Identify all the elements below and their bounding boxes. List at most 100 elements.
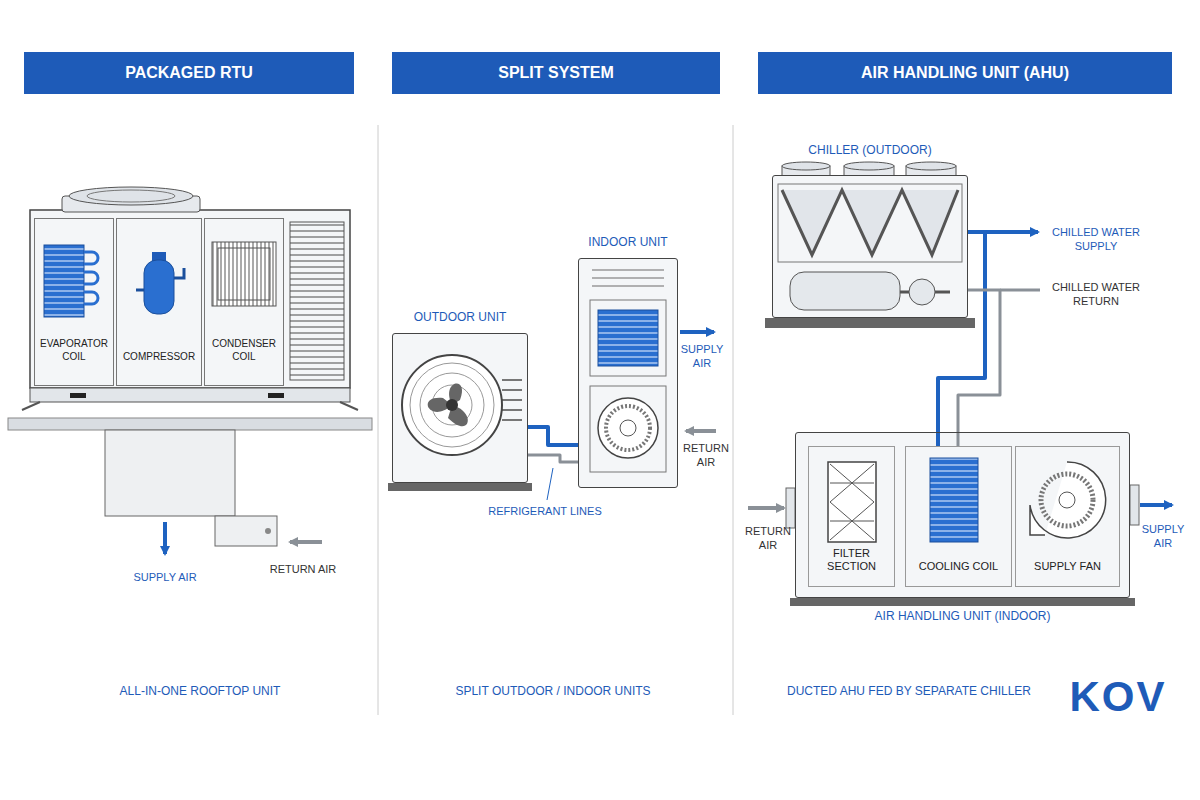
section-header: PACKAGED RTU bbox=[24, 52, 354, 94]
chiller-body bbox=[772, 175, 968, 318]
indoor-unit: INDOOR UNIT bbox=[578, 258, 678, 488]
callout-label: CHILLED WATER SUPPLY bbox=[1044, 225, 1148, 254]
chiller-body bbox=[909, 279, 935, 305]
indoor-unit-body bbox=[590, 300, 666, 376]
part-label: CONDENSER COIL bbox=[207, 338, 281, 363]
section-divider bbox=[378, 125, 733, 715]
rtu-top-fan bbox=[62, 187, 200, 212]
section-title: AIR HANDLING UNIT (AHU) bbox=[861, 64, 1069, 82]
chiller-fans bbox=[844, 162, 894, 170]
duct bbox=[215, 516, 277, 546]
outdoor-unit-body bbox=[388, 483, 532, 491]
filter-symbol bbox=[828, 462, 876, 542]
callout-label: CHILLED WATER RETURN bbox=[1044, 280, 1148, 309]
unit-compartment: COMPRESSOR bbox=[116, 218, 202, 386]
chilled-water-pipe bbox=[985, 230, 1038, 234]
airflow-arrow bbox=[680, 330, 714, 334]
unit-heading: AIR HANDLING UNIT (INDOOR) bbox=[875, 609, 1051, 623]
indoor-unit-body bbox=[578, 258, 678, 488]
ahu-body bbox=[786, 488, 795, 528]
filter-symbol bbox=[828, 462, 876, 542]
pipe-connector bbox=[528, 455, 578, 462]
condenser-fan bbox=[446, 399, 458, 411]
compressor-symbol bbox=[136, 268, 184, 290]
compressor-symbol bbox=[144, 260, 174, 314]
callout-label: RETURN AIR bbox=[740, 524, 796, 553]
blower bbox=[606, 406, 650, 450]
chiller-body bbox=[900, 291, 950, 294]
chiller-body bbox=[842, 190, 902, 255]
rtu-base-rail bbox=[30, 388, 350, 402]
section-title: SPLIT SYSTEM bbox=[498, 64, 614, 82]
rtu-top-fan bbox=[69, 187, 193, 205]
outdoor-unit-body bbox=[502, 380, 522, 420]
rtu-base-rail bbox=[70, 393, 86, 398]
air-handling-unit: AIR HANDLING UNIT (INDOOR)FILTER SECTION… bbox=[795, 432, 1130, 598]
compressor-symbol bbox=[136, 252, 184, 314]
unit-heading: CHILLER (OUTDOOR) bbox=[808, 143, 931, 157]
condenser-fan bbox=[428, 384, 468, 427]
louver-panel bbox=[290, 222, 344, 380]
chiller-body bbox=[782, 190, 958, 255]
chiller-fans bbox=[782, 162, 830, 170]
chiller-body bbox=[782, 190, 842, 255]
louver-panel bbox=[290, 222, 344, 380]
chilled-water-pipe bbox=[1000, 289, 1040, 292]
rtu-base-rail bbox=[22, 402, 358, 410]
section-divider bbox=[378, 125, 379, 715]
cooling-coil-symbol bbox=[930, 458, 978, 542]
part-label: COOLING COIL bbox=[919, 560, 998, 574]
callout-label: RETURN AIR bbox=[258, 562, 348, 576]
airflow-arrow bbox=[1140, 503, 1172, 507]
rtu-base-rail bbox=[268, 393, 284, 398]
supply-fan-symbol bbox=[1059, 492, 1075, 508]
condenser-fan bbox=[420, 373, 484, 437]
section-divider bbox=[733, 125, 734, 715]
evaporator-coil-symbol bbox=[44, 245, 98, 317]
callout-label: RETURN AIR bbox=[678, 441, 734, 470]
callout-label: SUPPLY AIR bbox=[115, 570, 215, 584]
chiller-body bbox=[765, 318, 975, 328]
cooling-coil-symbol bbox=[930, 458, 978, 542]
callout-label: SPLIT OUTDOOR / INDOOR UNITS bbox=[393, 684, 713, 700]
section-title: PACKAGED RTU bbox=[125, 64, 253, 82]
ahu-section: SUPPLY FAN bbox=[1015, 446, 1120, 587]
ahu-body bbox=[786, 432, 1139, 606]
condenser-fan bbox=[402, 355, 502, 455]
filter-symbol bbox=[830, 464, 874, 540]
supply-fan-symbol bbox=[1030, 462, 1106, 538]
part-label: SUPPLY FAN bbox=[1034, 560, 1101, 574]
rtu-housing bbox=[30, 210, 350, 388]
airflow-arrow bbox=[165, 522, 322, 554]
outdoor-unit-body bbox=[388, 333, 532, 491]
airflow-arrow bbox=[748, 506, 784, 510]
callout-label: REFRIGERANT LINES bbox=[470, 504, 620, 518]
supply-fan-symbol bbox=[1041, 474, 1093, 526]
condenser-coil-symbol bbox=[212, 242, 276, 306]
chiller-fans bbox=[906, 162, 956, 170]
callout-label: SUPPLY AIR bbox=[674, 342, 730, 371]
unit-compartment: CONDENSER COIL bbox=[204, 218, 284, 386]
blower bbox=[598, 398, 658, 458]
ahu-body bbox=[795, 432, 1130, 598]
callout-label: DUCTED AHU FED BY SEPARATE CHILLER bbox=[766, 684, 1052, 700]
rtu-base-rail bbox=[22, 388, 358, 410]
leader-line bbox=[547, 468, 553, 500]
blower bbox=[620, 420, 636, 436]
pipe-connector bbox=[938, 232, 985, 446]
pipe-connector bbox=[958, 290, 1000, 446]
indoor-unit-body bbox=[592, 270, 664, 286]
indoor-unit-body bbox=[578, 258, 678, 488]
duct bbox=[265, 528, 271, 534]
airflow-arrow bbox=[748, 505, 1172, 508]
unit-heading: INDOOR UNIT bbox=[588, 235, 667, 249]
logo-watermark: KOV bbox=[1056, 676, 1180, 718]
section-header: AIR HANDLING UNIT (AHU) bbox=[758, 52, 1172, 94]
supply-fan-symbol bbox=[1030, 462, 1106, 538]
duct bbox=[105, 430, 277, 546]
rtu-housing bbox=[30, 210, 350, 388]
condenser-fan bbox=[410, 363, 494, 447]
callout-label: SUPPLY AIR bbox=[1134, 522, 1192, 551]
